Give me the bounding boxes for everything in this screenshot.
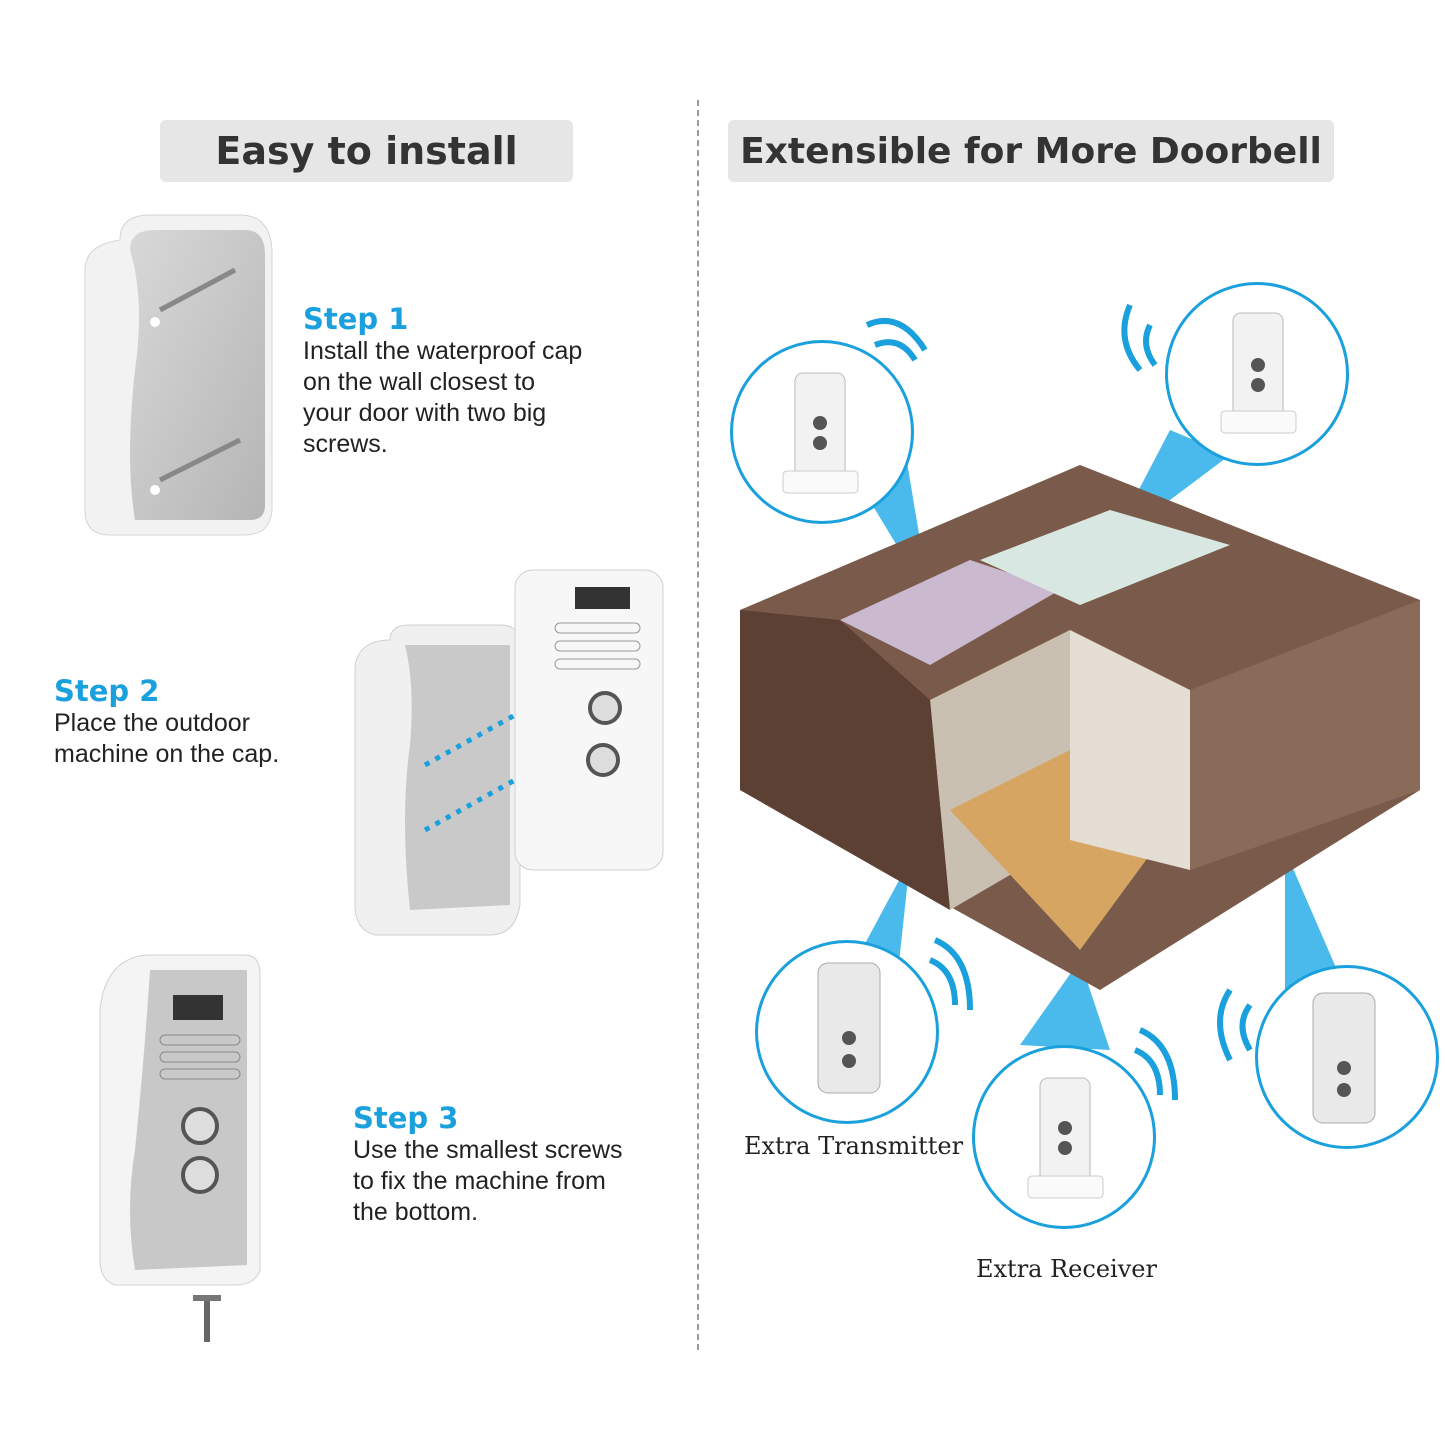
receiver-circle-bottom — [972, 1045, 1156, 1229]
transmitter-device-icon — [817, 962, 881, 1094]
step-1-body: Install the waterproof cap on the wall c… — [303, 336, 582, 460]
house-illustration — [740, 303, 1420, 1101]
step-2: Step 2 Place the outdoor machine on the … — [54, 674, 279, 770]
step-3-line: the bottom. — [353, 1198, 479, 1226]
step-1-title: Step 1 — [303, 302, 409, 336]
receiver-device-icon — [1220, 312, 1297, 434]
receiver-device-icon — [1027, 1077, 1104, 1199]
step-3-body: Use the smallest screws to fix the machi… — [353, 1135, 623, 1228]
step-2-line: Place the outdoor — [54, 709, 250, 737]
receiver-device-icon — [782, 372, 859, 494]
step-1-line: Install the waterproof cap — [303, 337, 583, 365]
step-2-body: Place the outdoor machine on the cap. — [54, 708, 279, 770]
waterproof-cap-image — [84, 214, 273, 536]
receiver-circle-top-left — [730, 340, 914, 524]
step-2-title: Step 2 — [54, 674, 160, 708]
extra-receiver-caption: Extra Receiver — [976, 1255, 1157, 1283]
installed-doorbell-image — [99, 954, 261, 1342]
section-divider — [697, 100, 699, 1350]
cap-and-outdoor-unit-image — [354, 569, 664, 936]
extra-transmitter-caption: Extra Transmitter — [744, 1132, 964, 1160]
transmitter-circle-right — [1255, 965, 1439, 1149]
step-2-line: machine on the cap. — [54, 740, 280, 768]
step-1-line: screws. — [303, 430, 388, 458]
step-1-line: on the wall closest to — [303, 368, 536, 396]
receiver-circle-top-right — [1165, 282, 1349, 466]
transmitter-circle-left — [755, 940, 939, 1124]
step-3-line: Use the smallest screws — [353, 1136, 623, 1164]
transmitter-device-icon — [1312, 992, 1376, 1124]
step-3-line: to fix the machine from — [353, 1167, 606, 1195]
extensible-heading-text: Extensible for More Doorbell — [740, 130, 1322, 172]
step-3: Step 3 Use the smallest screws to fix th… — [353, 1101, 623, 1228]
easy-install-heading-text: Easy to install — [215, 129, 518, 173]
easy-install-heading: Easy to install — [160, 120, 573, 182]
step-3-title: Step 3 — [353, 1101, 459, 1135]
step-1: Step 1 Install the waterproof cap on the… — [303, 302, 582, 460]
step-1-line: your door with two big — [303, 399, 547, 427]
extensible-heading: Extensible for More Doorbell — [728, 120, 1334, 182]
